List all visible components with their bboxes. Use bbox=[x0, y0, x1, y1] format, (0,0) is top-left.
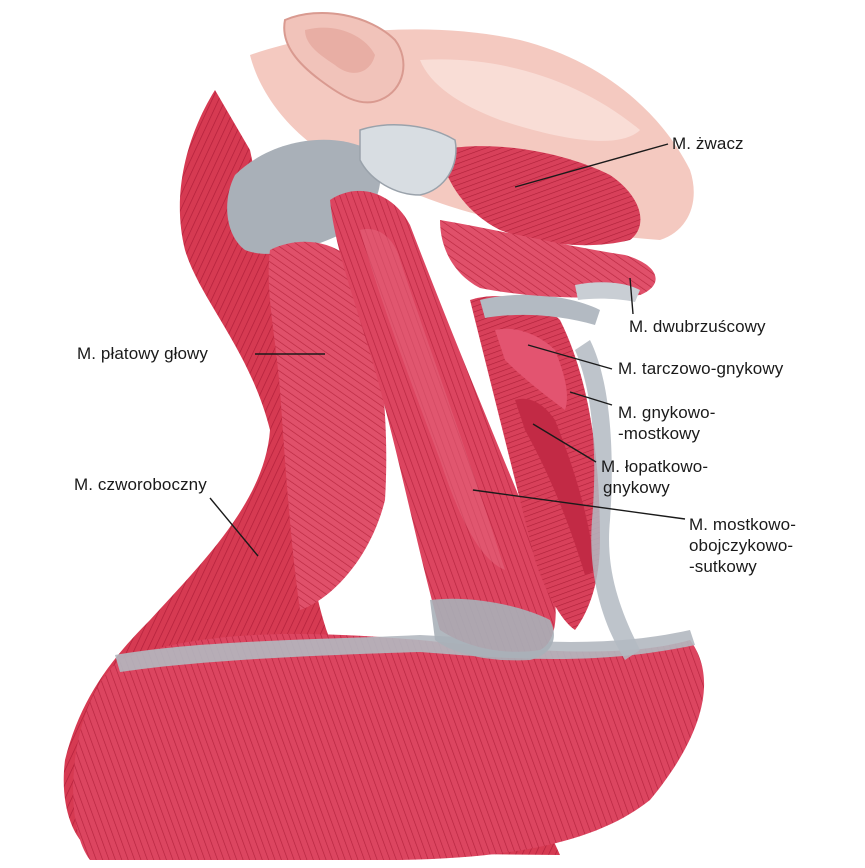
leader-trapezius bbox=[209, 497, 259, 557]
label-trapezius: M. czworoboczny bbox=[74, 474, 207, 495]
sternocleidomastoid-tendon bbox=[430, 598, 554, 661]
strap-muscles-shape bbox=[470, 296, 600, 630]
label-thyrohyoid: M. tarczowo-gnykowy bbox=[618, 358, 783, 379]
leader-omohyoid bbox=[532, 423, 597, 463]
label-thyrohyoid-text: M. tarczowo-gnykowy bbox=[618, 359, 784, 378]
pectoral-shoulder-shape bbox=[73, 634, 705, 860]
label-splenius-text: M. płatowy głowy bbox=[77, 344, 209, 363]
leader-masseter bbox=[514, 143, 669, 188]
ear-inner bbox=[305, 27, 375, 73]
leader-sternocleidomastoid bbox=[472, 489, 686, 520]
label-sternocleidomastoid: M. mostkowo- obojczykowo- -sutkowy bbox=[689, 514, 796, 577]
label-digastric-text: M. dwubrzuścowy bbox=[629, 317, 766, 336]
label-splenius: M. płatowy głowy bbox=[77, 343, 208, 364]
label-masseter-text: M. żwacz bbox=[672, 134, 744, 153]
label-sternohyoid-line2: -mostkowy bbox=[618, 424, 701, 443]
digastric-tendon bbox=[575, 282, 640, 302]
label-scm-line3: -sutkowy bbox=[689, 557, 757, 576]
jaw-skin-highlight bbox=[420, 59, 640, 141]
label-omohyoid-line2: gnykowy bbox=[603, 478, 670, 497]
leader-sternohyoid bbox=[569, 391, 613, 406]
leader-lines bbox=[209, 143, 686, 557]
leader-thyrohyoid bbox=[527, 344, 613, 370]
digastric-shape bbox=[440, 220, 656, 298]
throat-edge bbox=[575, 340, 640, 660]
clavicle-band bbox=[115, 630, 695, 672]
label-sternohyoid: M. gnykowo- -mostkowy bbox=[618, 402, 715, 444]
label-scm-line1: M. mostkowo- bbox=[689, 515, 796, 534]
label-trapezius-text: M. czworoboczny bbox=[74, 475, 207, 494]
label-digastric: M. dwubrzuścowy bbox=[629, 316, 766, 337]
thyrohyoid-strip bbox=[495, 328, 567, 410]
mastoid-bone bbox=[359, 124, 457, 196]
hyoid-tendon bbox=[480, 294, 600, 325]
leader-digastric bbox=[629, 277, 634, 315]
masseter-shape bbox=[440, 146, 641, 246]
label-scm-line2: obojczykowo- bbox=[689, 536, 794, 555]
label-masseter: M. żwacz bbox=[672, 133, 744, 154]
label-omohyoid: M. łopatkowo- gnykowy bbox=[601, 456, 708, 498]
splenius-shape bbox=[268, 241, 387, 610]
label-omohyoid-line1: M. łopatkowo- bbox=[601, 457, 709, 476]
label-sternohyoid-line1: M. gnykowo- bbox=[618, 403, 716, 422]
sternocleidomastoid-highlight bbox=[360, 229, 505, 570]
omohyoid-strip bbox=[515, 398, 595, 575]
